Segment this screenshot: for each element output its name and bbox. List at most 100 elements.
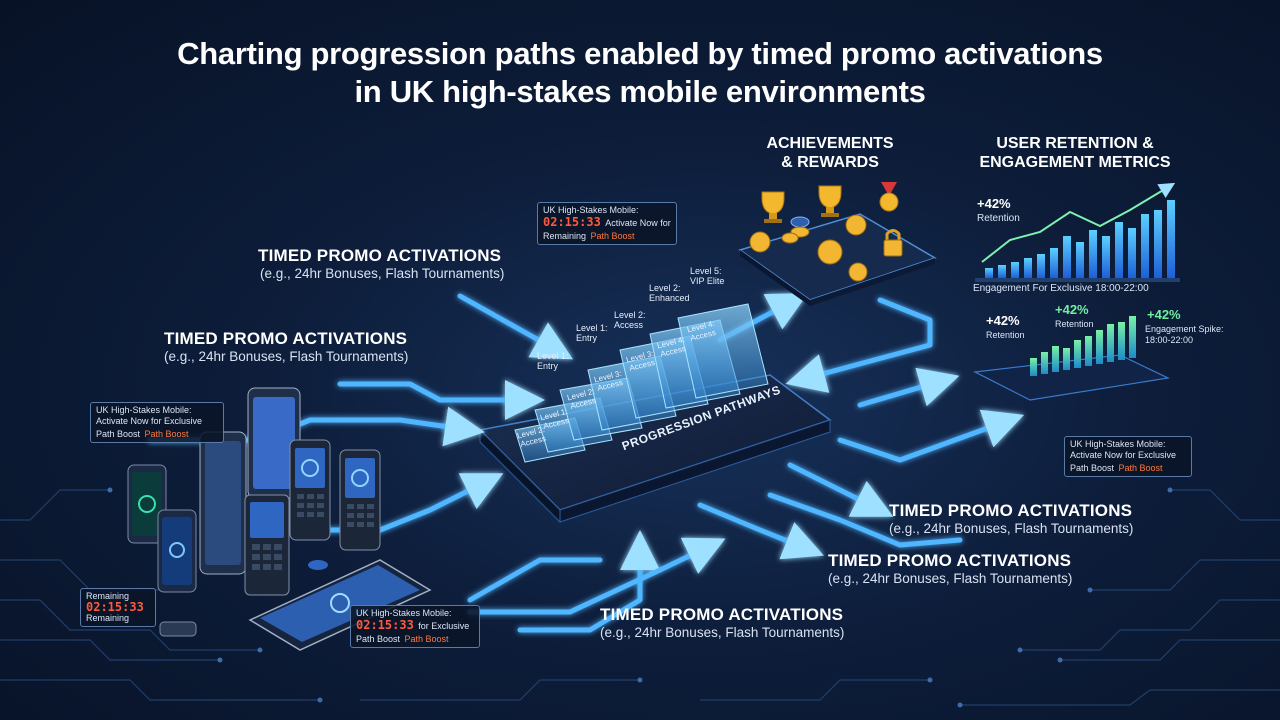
achievements-title: ACHIEVEMENTS & REWARDS (755, 134, 905, 172)
smartphone-icon (157, 509, 197, 593)
chart1-footer: Engagement For Exclusive 18:00-22:00 (973, 283, 1149, 294)
coin-icon (749, 214, 868, 282)
smartphone-icon (127, 464, 167, 544)
card-line: Remaining (86, 613, 130, 623)
flow-arrow (785, 297, 933, 393)
level-label-floating: Level 2: Access (614, 310, 646, 330)
chart2-label-3a: Engagement Spike: (1145, 324, 1224, 334)
level-label-name: Entry (537, 361, 559, 371)
trophy-icon (818, 185, 842, 217)
card-line: Path Boost (144, 429, 189, 439)
level-label-floating: Level 2: Enhanced (649, 283, 690, 303)
card-line: UK High-Stakes Mobile: (356, 608, 452, 618)
chart2-label-2: Retention (1055, 319, 1094, 329)
medal-icon (879, 182, 899, 212)
card-line: Activate Now for Exclusive (96, 416, 203, 426)
card-line: Path Boost (590, 231, 635, 241)
flow-arrow (767, 492, 963, 548)
level-label-floating: Level 1: Entry (537, 351, 569, 371)
progression-steps (514, 303, 769, 463)
chart2-value-2: +42% (1055, 302, 1089, 317)
card-line: Remaining (543, 231, 587, 241)
page-title-line-1: Charting progression paths enabled by ti… (177, 36, 1103, 71)
level-label-title: Level 5: (690, 266, 722, 276)
page-title-line-2: in UK high-stakes mobile environments (354, 74, 926, 109)
promo-block-4: TIMED PROMO ACTIVATIONS (e.g., 24hr Bonu… (828, 551, 1072, 586)
level-label-title: Level 1: (576, 323, 608, 333)
level-label-name: Access (614, 320, 644, 330)
promo-block-1: TIMED PROMO ACTIVATIONS (e.g., 24hr Bonu… (258, 246, 504, 281)
level-label-title: Level 2: (649, 283, 681, 293)
card-line: UK High-Stakes Mobile: (1070, 439, 1166, 449)
promo-subtext: (e.g., 24hr Bonuses, Flash Tournaments) (164, 349, 409, 364)
flow-arrow (837, 409, 1025, 463)
chart1-label: Retention (977, 213, 1020, 224)
promo-heading: TIMED PROMO ACTIVATIONS (600, 605, 844, 624)
promo-block-5: TIMED PROMO ACTIVATIONS (e.g., 24hr Bonu… (600, 605, 844, 640)
metrics-title-line-1: USER RETENTION & (996, 135, 1154, 152)
promo-subtext: (e.g., 24hr Bonuses, Flash Tournaments) (889, 521, 1134, 536)
promo-subtext: (e.g., 24hr Bonuses, Flash Tournaments) (600, 625, 845, 640)
countdown-timer: 02:15:33 (543, 215, 601, 229)
metrics-title: USER RETENTION & ENGAGEMENT METRICS (970, 134, 1180, 172)
retention-chart-2 (972, 316, 1170, 401)
flow-arrow (467, 557, 603, 603)
flow-arrow (857, 367, 960, 408)
flow-arrow (697, 502, 824, 560)
promo-heading: TIMED PROMO ACTIVATIONS (258, 246, 502, 265)
countdown-timer: 02:15:33 (86, 600, 144, 614)
card-line: Activate Now for (605, 218, 671, 228)
lock-icon (883, 229, 903, 257)
level-label-name: Enhanced (649, 293, 690, 303)
level-label-name: VIP Elite (690, 276, 725, 286)
retention-chart-1 (975, 182, 1180, 282)
promo-block-3: TIMED PROMO ACTIVATIONS (e.g., 24hr Bonu… (889, 501, 1133, 536)
card-line: Path Boost (356, 634, 401, 644)
promo-card-bottom-left: Remaining 02:15:33 Remaining (80, 588, 156, 627)
smartphone-icon (339, 449, 381, 551)
promo-heading: TIMED PROMO ACTIVATIONS (889, 501, 1133, 520)
card-line: UK High-Stakes Mobile: (543, 205, 639, 215)
card-line: UK High-Stakes Mobile: (96, 405, 192, 415)
flow-arrow (467, 537, 726, 615)
level-label-title: Level 2: (614, 310, 646, 320)
promo-subtext: (e.g., 24hr Bonuses, Flash Tournaments) (260, 266, 505, 281)
chart2-value-1: +42% (986, 313, 1020, 328)
chart2-label-3b: 18:00-22:00 (1145, 335, 1194, 345)
card-line: Path Boost (96, 429, 141, 439)
card-line: Path Boost (1070, 463, 1115, 473)
promo-heading: TIMED PROMO ACTIVATIONS (164, 329, 408, 348)
promo-block-2: TIMED PROMO ACTIVATIONS (e.g., 24hr Bonu… (164, 329, 408, 364)
card-line: Path Boost (404, 634, 449, 644)
chart2-label-1: Retention (986, 330, 1025, 340)
card-line: for Exclusive (418, 621, 470, 631)
achievements-title-line-1: ACHIEVEMENTS (766, 135, 894, 152)
device-accessory (159, 560, 328, 637)
smartphone-icon (199, 431, 247, 575)
card-line: Remaining (86, 591, 130, 601)
smartphone-icon (244, 494, 290, 596)
smartphone-icon (289, 439, 331, 541)
level-label-name: Entry (576, 333, 598, 343)
flow-arrow (337, 380, 545, 420)
level-label-title: Level 1: (537, 351, 569, 361)
promo-card-bottom-center: UK High-Stakes Mobile: 02:15:33 for Excl… (350, 605, 480, 648)
trophy-icon (761, 191, 785, 223)
level-label-floating: Level 5: VIP Elite (690, 266, 724, 286)
chart2-value-3: +42% (1147, 307, 1181, 322)
card-line: Activate Now for Exclusive (1070, 450, 1177, 460)
card-line: Path Boost (1118, 463, 1163, 473)
flow-arrow (787, 462, 894, 517)
level-label-floating: Level 1: Entry (576, 323, 608, 343)
metrics-title-line-2: ENGAGEMENT METRICS (979, 154, 1171, 171)
flow-arrow (457, 293, 574, 360)
countdown-timer: 02:15:33 (356, 618, 414, 632)
promo-card-left: UK High-Stakes Mobile: Activate Now for … (90, 402, 224, 443)
promo-heading: TIMED PROMO ACTIVATIONS (828, 551, 1072, 570)
achievements-title-line-2: & REWARDS (781, 154, 879, 171)
flow-arrow (517, 530, 660, 633)
chart1-value: +42% (977, 196, 1011, 211)
smartphone-icon (248, 559, 432, 651)
promo-subtext: (e.g., 24hr Bonuses, Flash Tournaments) (828, 571, 1073, 586)
